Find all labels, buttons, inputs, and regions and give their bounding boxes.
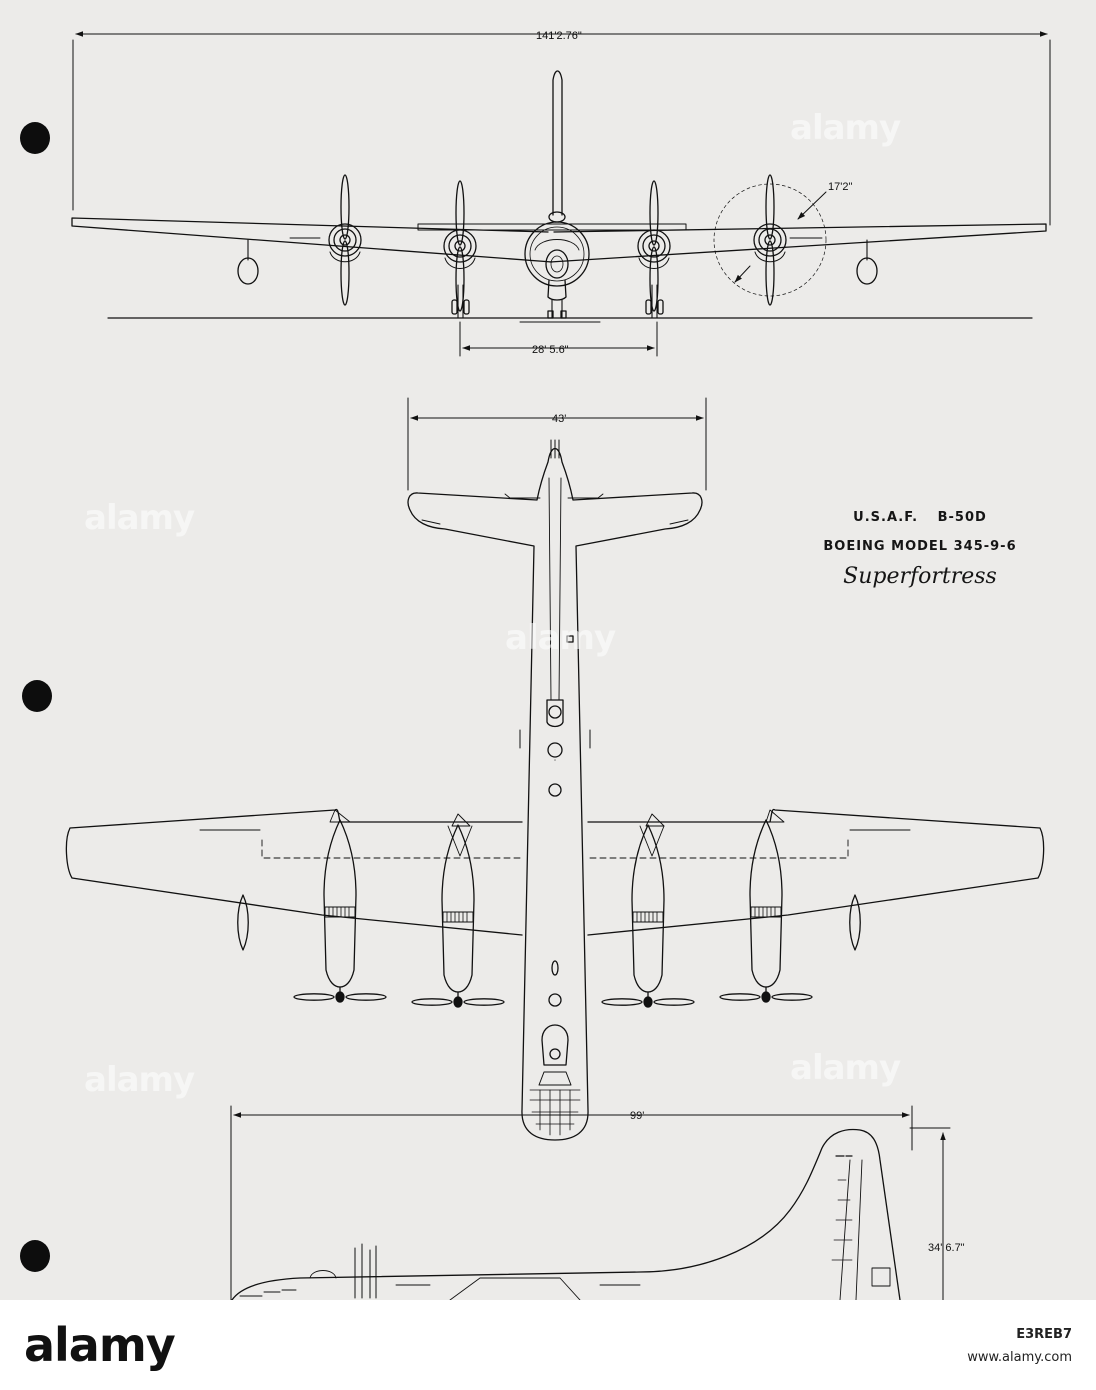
watermark: alamy: [790, 1048, 901, 1088]
footer-bar: alamy E3REB7 www.alamy.com: [0, 1300, 1096, 1390]
tail-span-dimension: 43': [552, 413, 566, 425]
watermark: alamy: [84, 498, 195, 538]
alamy-logo: alamy: [24, 1318, 176, 1372]
punch-hole-middle: [22, 680, 52, 712]
span-dimension: 141'2.76": [536, 30, 582, 42]
model-number: BOEING MODEL 345-9-6: [823, 539, 1017, 554]
image-id: E3REB7: [1016, 1327, 1072, 1342]
site-url[interactable]: www.alamy.com: [967, 1350, 1072, 1365]
three-view-drawing: 141'2.76" 17'2" 28' 5.6": [65, 30, 1051, 1300]
height-dimension: 34' 6.7": [928, 1242, 965, 1254]
punch-hole-bottom: [20, 1240, 50, 1272]
watermark: alamy: [790, 108, 901, 148]
watermark: alamy: [505, 618, 616, 658]
aircraft-designation: U.S.A.F. B-50D: [853, 510, 987, 525]
gear-track-dimension: 28' 5.6": [532, 344, 569, 356]
watermark: alamy: [84, 1060, 195, 1100]
top-view: [65, 397, 1045, 1141]
blueprint-sheet: 141'2.76" 17'2" 28' 5.6": [0, 0, 1096, 1300]
length-dimension: 99': [630, 1110, 644, 1122]
side-view: 99' 34' 6.7": [230, 1105, 965, 1300]
prop-diameter-dimension: 17'2": [828, 181, 852, 193]
front-view: 141'2.76" 17'2" 28' 5.6": [71, 30, 1051, 357]
title-block: U.S.A.F. B-50D BOEING MODEL 345-9-6 Supe…: [800, 510, 1040, 589]
aircraft-name: Superfortress: [843, 564, 997, 589]
punch-hole-top: [20, 122, 50, 154]
